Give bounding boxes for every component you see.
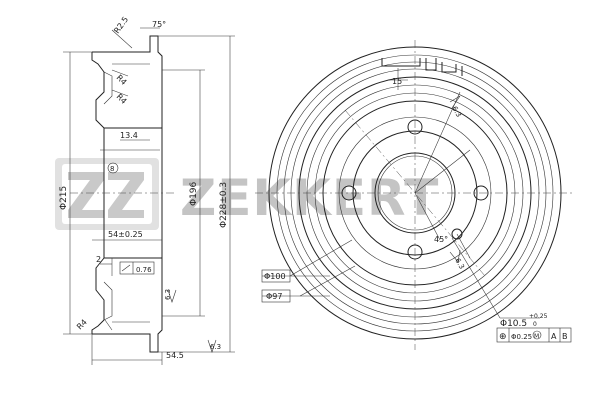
label-tol-zero: 0 xyxy=(533,321,537,328)
label-dia-215: Φ215 xyxy=(59,186,69,210)
label-8: 8 xyxy=(110,165,114,173)
label-chamfer-angle: 75° xyxy=(152,20,166,29)
label-mmc: M xyxy=(534,333,539,340)
label-r4-mid: R4 xyxy=(115,92,129,106)
label-roughness-63: 6.3 xyxy=(164,289,172,300)
label-r4-bottom: R4 xyxy=(75,318,89,332)
label-dia-97: Φ97 xyxy=(266,292,282,301)
label-flatness-076: 0.76 xyxy=(136,266,152,274)
label-r25: R2.5 xyxy=(112,15,130,35)
label-tol-plus: +0.25 xyxy=(529,313,548,320)
label-dia-10-5: Φ10.5 xyxy=(500,319,527,329)
feature-control-frame xyxy=(496,327,572,343)
label-position-symbol: ⊕ xyxy=(499,332,507,342)
bolt-holes xyxy=(341,119,489,260)
label-54-5: 54.5 xyxy=(166,351,184,360)
brand-name: ZEKKERT xyxy=(180,169,439,227)
label-dia-228: Φ228±0.3 xyxy=(219,182,229,228)
label-angle-45: 45° xyxy=(434,235,448,244)
label-datum-a: A xyxy=(551,332,557,341)
label-dia-196: Φ196 xyxy=(189,181,199,206)
label-dia-100: Φ100 xyxy=(264,272,286,281)
label-roughness-63-top: 6.3 xyxy=(450,105,462,119)
side-section-view: R2.5 75° R4 R4 13.4 8 Φ215 Φ196 Φ228±0.3… xyxy=(59,15,235,365)
brand-watermark: ZEKKERT xyxy=(55,158,439,230)
label-13-4: 13.4 xyxy=(120,131,138,140)
front-view-labels: 15 6.3 45° 6.3 Φ100 Φ97 Φ10.5 +0.25 0 ⊕ … xyxy=(264,77,568,342)
label-15: 15 xyxy=(392,77,402,86)
label-54-tol: 54±0.25 xyxy=(108,230,143,239)
label-roughness-63-hole: 6.3 xyxy=(453,257,465,271)
label-roughness-63-bottom: 6.3 xyxy=(210,343,221,351)
label-position-tolerance: Φ0.25 xyxy=(511,333,532,341)
label-2: 2 xyxy=(96,255,101,264)
label-datum-b: B xyxy=(562,332,568,341)
brand-logo-mark xyxy=(55,158,159,230)
front-view: 15 6.3 45° 6.3 Φ100 Φ97 Φ10.5 +0.25 0 ⊕ … xyxy=(255,40,575,350)
